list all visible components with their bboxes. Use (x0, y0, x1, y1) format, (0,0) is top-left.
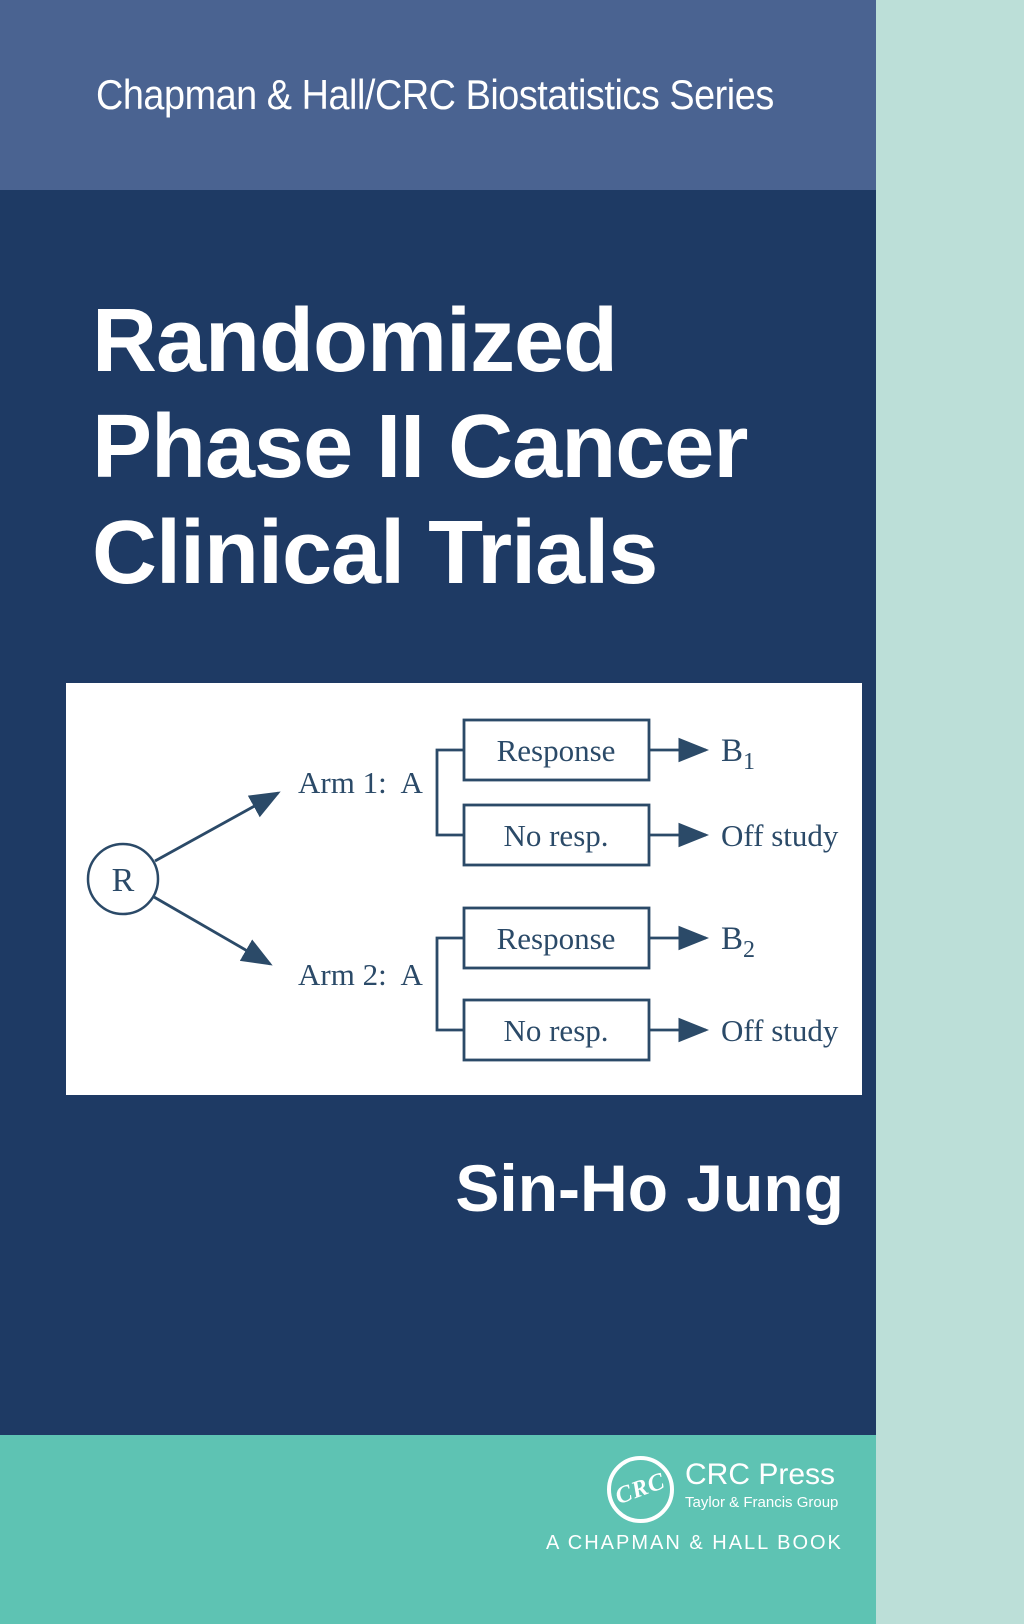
trial-design-diagram: R Arm 1: A Response B1 No resp. Off stud… (66, 683, 862, 1095)
book-title-line2: Phase II Cancer (92, 397, 748, 497)
randomization-node-icon (86, 842, 160, 916)
arm1-offstudy-label: Off study (721, 818, 839, 853)
series-band: Chapman & Hall/CRC Biostatistics Series (0, 0, 876, 190)
arm2-noresp-label: No resp. (503, 1013, 608, 1048)
b2-base: B (721, 921, 743, 957)
flowchart-svg: R Arm 1: A Response B1 No resp. Off stud… (86, 718, 839, 1062)
right-accent-stripe (876, 0, 1024, 1624)
arm2-response-label: Response (497, 921, 616, 956)
arm2-offstudy-label: Off study (721, 1013, 839, 1048)
publisher-name: CRC Press (685, 1458, 836, 1491)
arm2-bracket-icon (435, 936, 464, 1032)
arm1-outcome-b1: B1 (721, 733, 755, 775)
arm2-outcome-b2: B2 (721, 921, 755, 963)
book-title-line3: Clinical Trials (92, 503, 658, 603)
randomizer-label: R (112, 862, 135, 899)
book-title-line1: Randomized (92, 291, 618, 391)
crc-logo-icon: CRC (607, 1456, 674, 1523)
b1-subscript: 1 (743, 749, 755, 775)
series-title: Chapman & Hall/CRC Biostatistics Series (96, 71, 774, 118)
crc-monogram: CRC (611, 1468, 669, 1510)
arm1-noresp-label: No resp. (503, 818, 608, 853)
b2-subscript: 2 (743, 937, 755, 963)
arrow-to-arm1-icon (154, 791, 281, 863)
imprint-line: A CHAPMAN & HALL BOOK (546, 1532, 843, 1554)
publisher-band: CRC CRC Press Taylor & Francis Group A C… (0, 1435, 876, 1624)
author-name: Sin-Ho Jung (455, 1151, 844, 1225)
arm2-label: Arm 2: A (298, 957, 423, 992)
arrow-to-arm2-icon (153, 895, 273, 966)
arm1-label: Arm 1: A (298, 765, 423, 800)
arm1-bracket-icon (435, 748, 464, 837)
publisher-group: Taylor & Francis Group (685, 1494, 839, 1511)
arm1-response-label: Response (497, 733, 616, 768)
b1-base: B (721, 733, 743, 769)
